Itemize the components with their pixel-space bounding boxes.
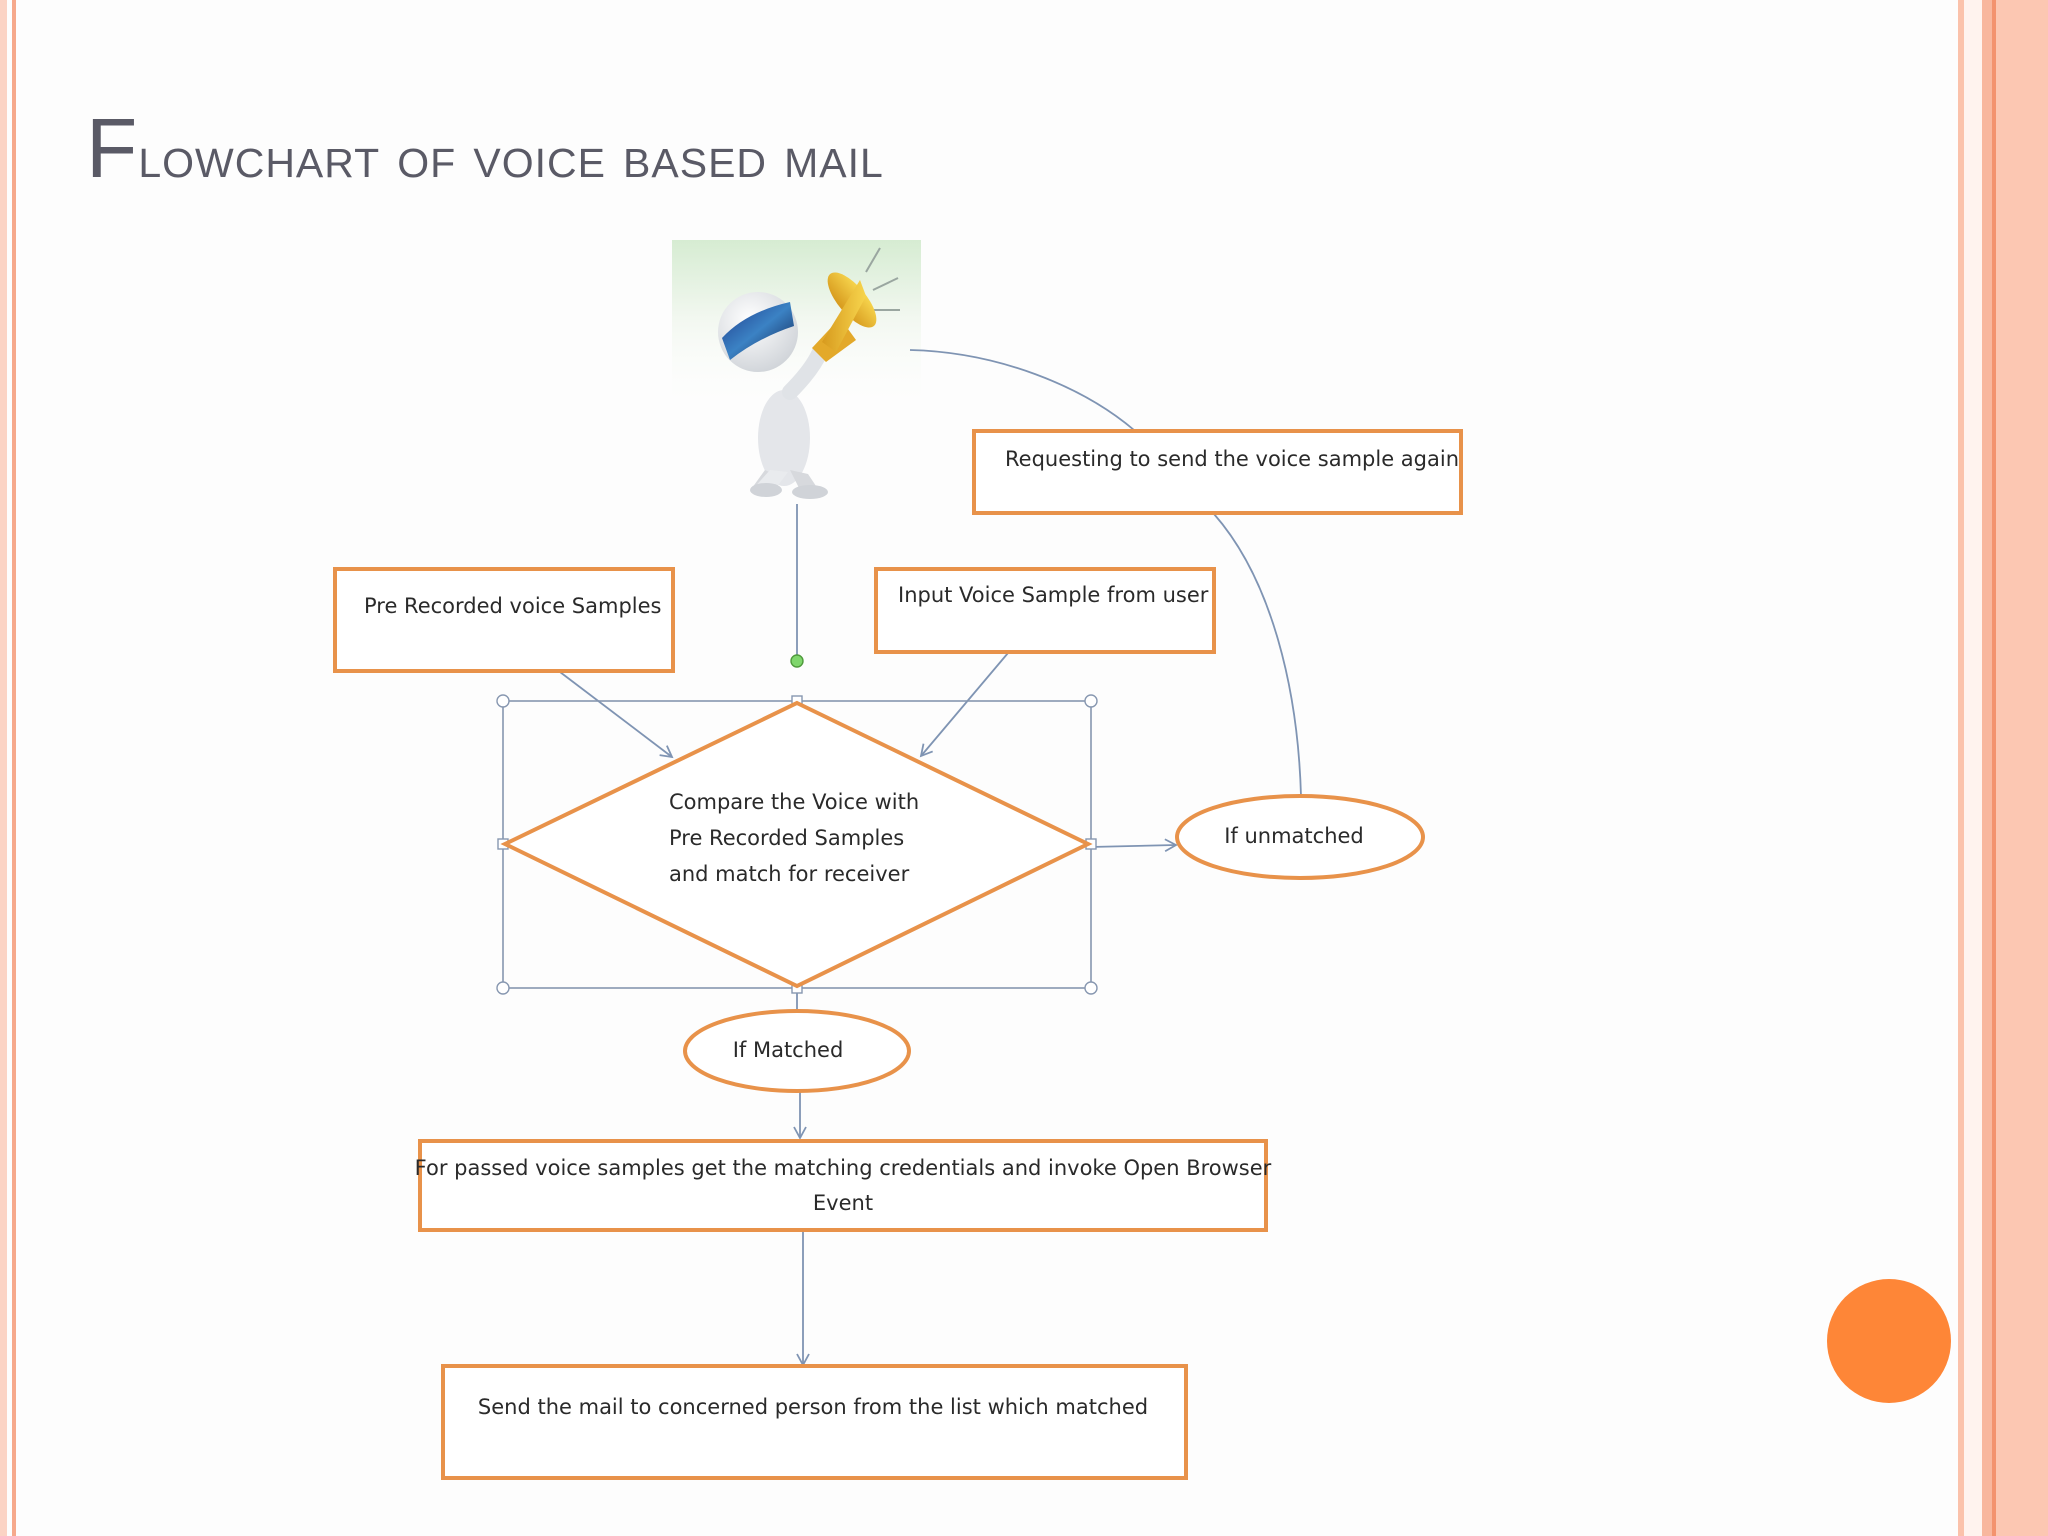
right-border-stripe-3 [1982,0,1992,1536]
node-if-unmatched-label: If unmatched [1224,824,1364,848]
connector-compare-to-unmatched [1089,838,1178,853]
connector-unmatched-to-request [1213,513,1302,797]
node-if-matched-label: If Matched [733,1038,844,1062]
decorative-orange-circle [1827,1279,1951,1403]
node-if-unmatched: If unmatched [1175,794,1425,880]
right-border-stripe-5 [1996,0,2048,1536]
node-compare-decision: Compare the Voice with Pre Recorded Samp… [500,700,1093,989]
slide-title: Flowchart of voice based mail [86,100,884,197]
connector-prerecorded-to-compare [559,671,674,759]
slide-title-first-letter: F [86,101,139,195]
left-border-stripe [0,0,7,1536]
right-border-stripe-2 [1964,0,1982,1536]
left-border-stripe-inner [12,0,16,1536]
node-requesting-again: Requesting to send the voice sample agai… [972,429,1463,515]
node-passed-line1: For passed voice samples get the matchin… [415,1156,1272,1180]
node-compare-line2: Pre Recorded Samples [669,826,904,850]
node-compare-line3: and match for receiver [669,862,910,886]
node-pre-recorded: Pre Recorded voice Samples [333,567,675,673]
connectors [559,349,1302,1367]
node-passed-line2: Event [813,1191,873,1215]
node-input-voice-label: Input Voice Sample from user [898,583,1209,607]
person-with-megaphone-icon [672,240,921,499]
slide-title-rest: lowchart of voice based mail [138,125,884,190]
node-if-matched: If Matched [683,1009,911,1093]
node-send-mail-label: Send the mail to concerned person from t… [478,1395,1148,1419]
right-border-stripe-1 [1958,0,1964,1536]
node-requesting-again-label: Requesting to send the voice sample agai… [1005,447,1459,471]
node-send-mail: Send the mail to concerned person from t… [441,1364,1188,1480]
node-passed-samples: For passed voice samples get the matchin… [415,1139,1272,1232]
node-input-voice: Input Voice Sample from user [874,567,1216,654]
node-compare-line1: Compare the Voice with [669,790,919,814]
node-pre-recorded-label: Pre Recorded voice Samples [364,594,661,618]
right-border-stripe-4 [1992,0,1996,1536]
connector-request-to-figure [909,349,1135,431]
connector-input-to-compare [919,652,1009,758]
